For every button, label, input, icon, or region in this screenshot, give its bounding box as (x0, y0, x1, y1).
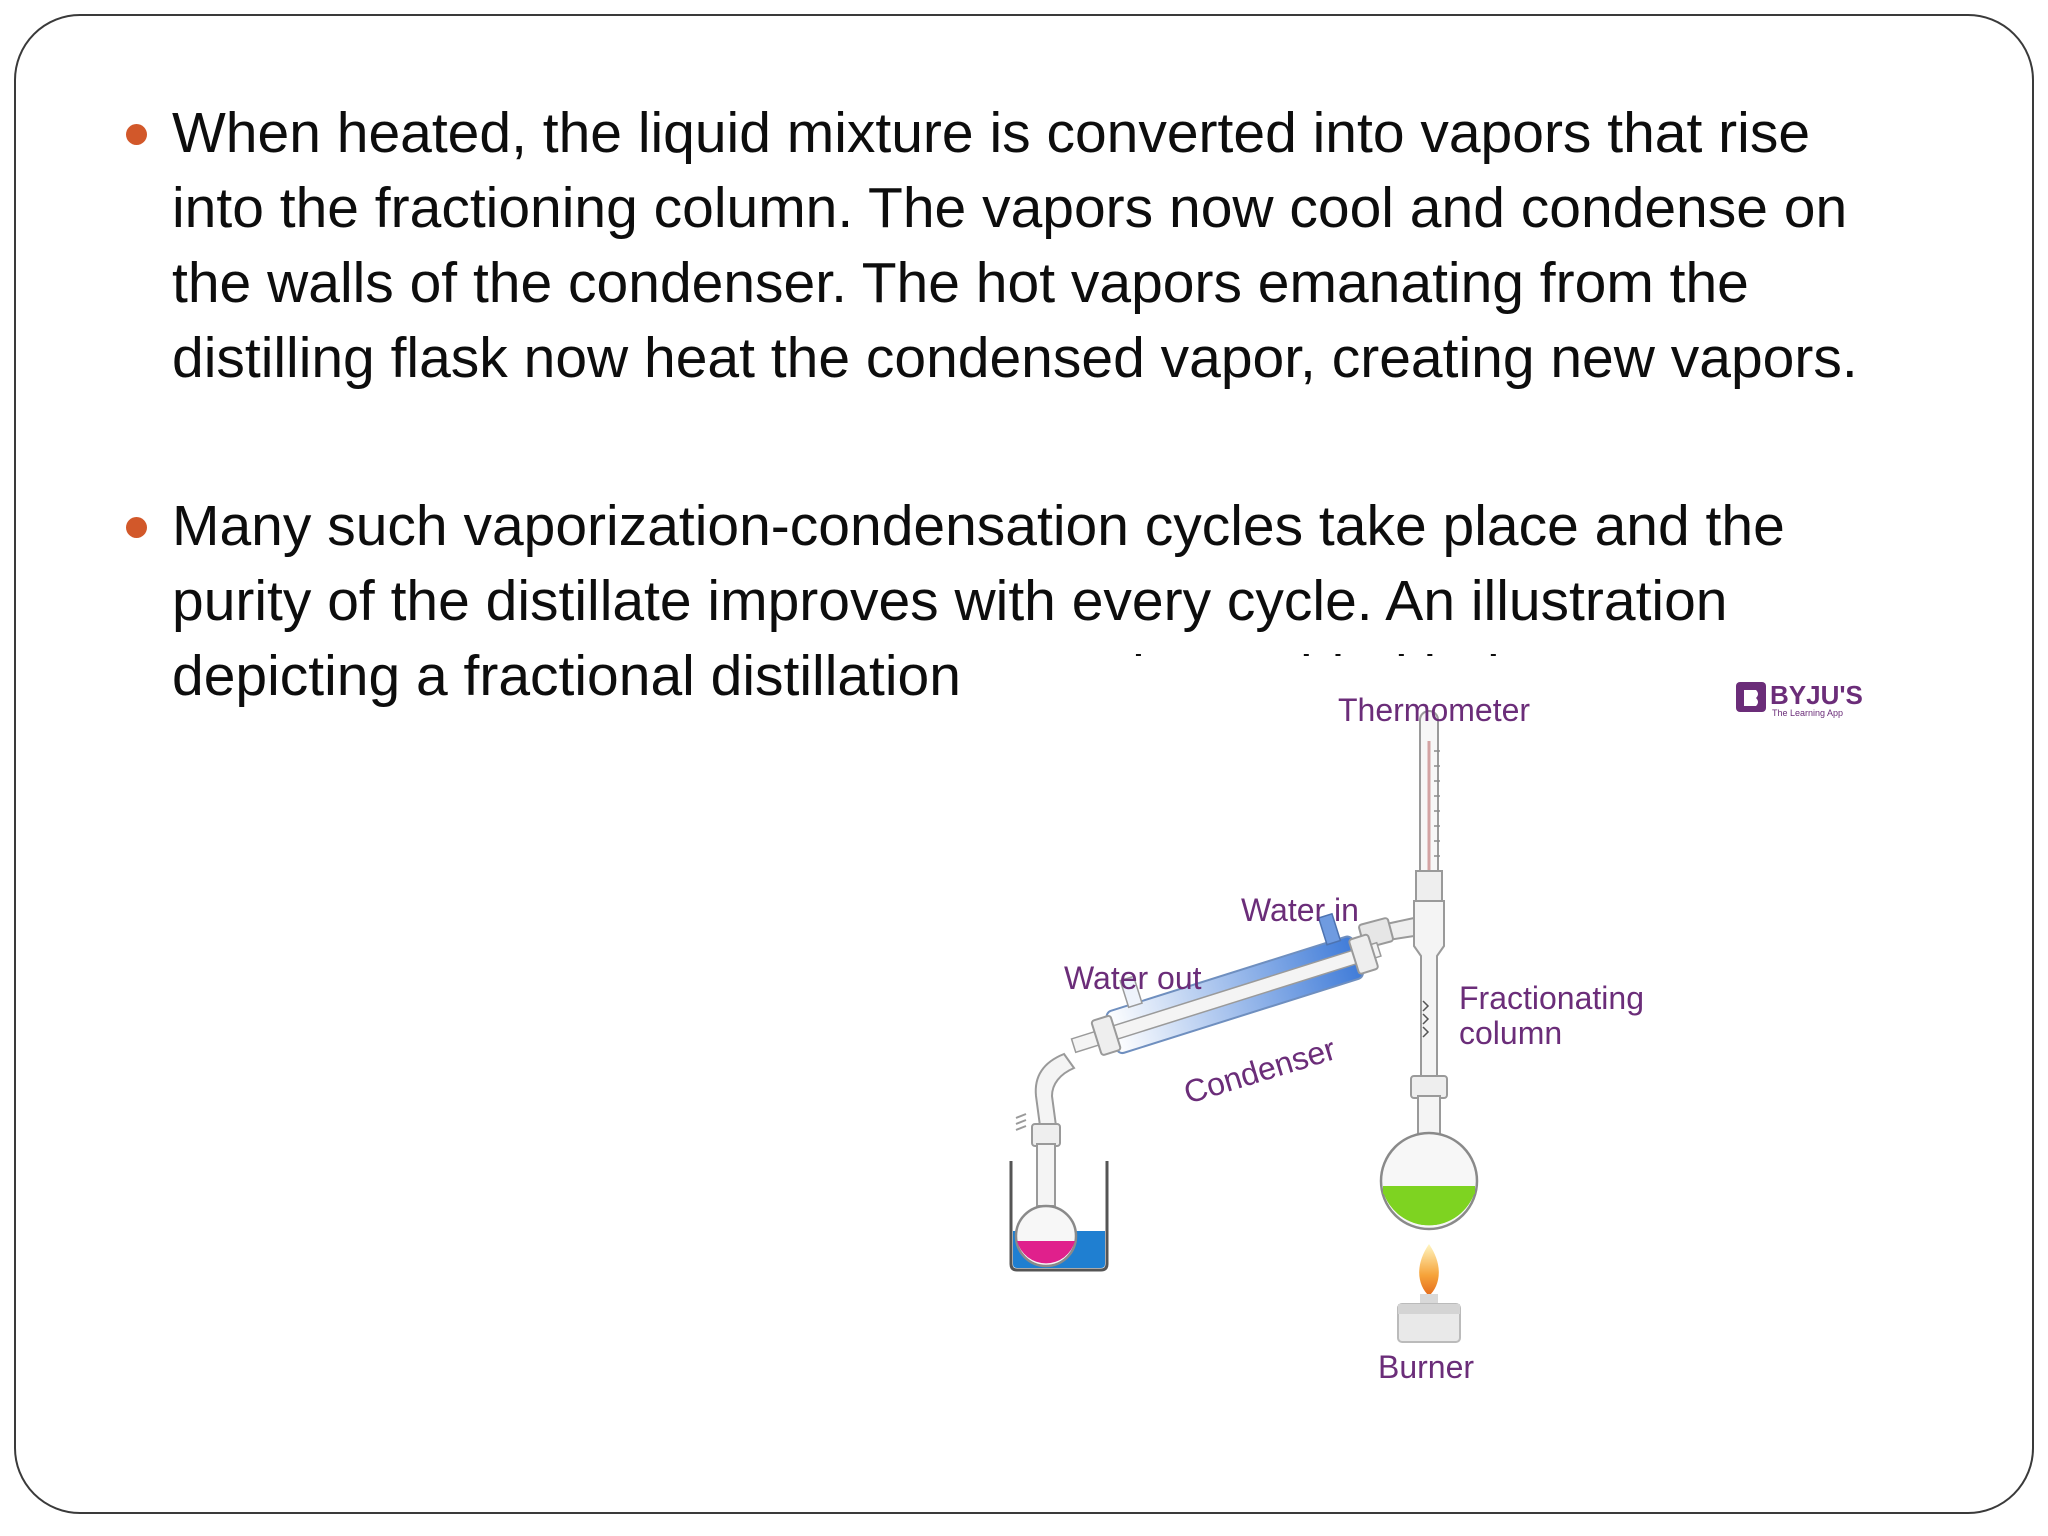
label-fractionating-column-line2: column (1459, 1015, 1562, 1051)
slide-frame: When heated, the liquid mixture is conve… (14, 14, 2034, 1514)
bullet-dot-icon (126, 124, 147, 145)
bullet-text: When heated, the liquid mixture is conve… (172, 101, 1858, 390)
label-water-out: Water out (1064, 960, 1202, 996)
label-water-in: Water in (1241, 892, 1359, 928)
bullet-list: When heated, the liquid mixture is conve… (16, 16, 2016, 1496)
receiving-flask (1014, 1143, 1078, 1268)
bullet-dot-icon (126, 517, 147, 538)
logo-text: BYJU'S (1770, 680, 1863, 710)
burner (1397, 1244, 1461, 1343)
flame-icon (1419, 1244, 1439, 1296)
fractional-distillation-illustration: Thermometer Water in Water out Fractiona… (966, 656, 1956, 1406)
label-burner: Burner (1378, 1349, 1474, 1385)
label-fractionating-column-line1: Fractionating (1459, 980, 1644, 1016)
byjus-logo: BYJU'S The Learning App (1736, 680, 1863, 718)
distillation-diagram: Thermometer Water in Water out Fractiona… (1009, 680, 1863, 1385)
label-thermometer: Thermometer (1338, 692, 1530, 728)
condenser (1070, 912, 1382, 1056)
label-condenser: Condenser (1180, 1030, 1341, 1110)
fractionating-column (1410, 870, 1448, 1099)
distilling-flask (1379, 1095, 1479, 1231)
bullet-paragraph: When heated, the liquid mixture is conve… (126, 96, 1872, 396)
water-outlet (1119, 975, 1143, 1009)
distillate-liquid (1017, 1241, 1075, 1264)
receiver-adapter (1015, 1052, 1076, 1147)
water-inlet (1317, 912, 1342, 946)
logo-subtext: The Learning App (1772, 708, 1843, 718)
